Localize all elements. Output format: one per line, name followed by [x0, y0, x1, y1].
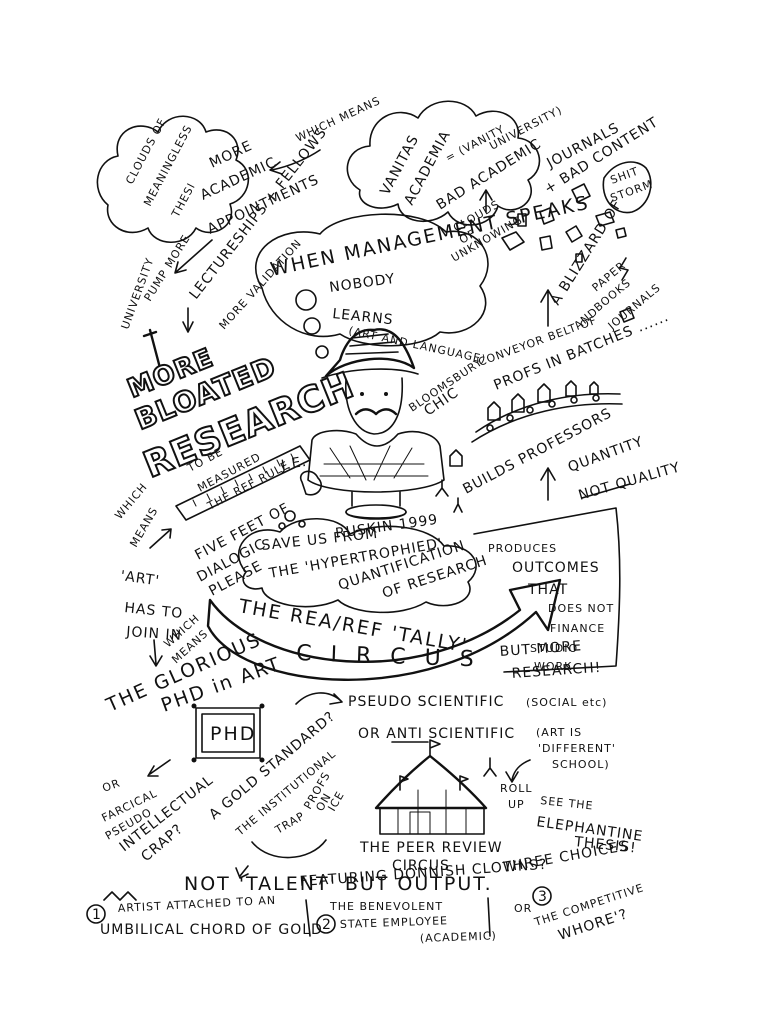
professor-figures	[435, 380, 599, 513]
which-means-arrow	[271, 149, 321, 171]
conveyor-belt	[475, 392, 621, 433]
circus-text: C I R C U S	[296, 641, 480, 672]
produces-outcomes-box: PRODUCES OUTCOMES THAT DOES NOT FINANCE …	[473, 507, 621, 682]
zigzag-arrow-icon	[619, 257, 629, 281]
shit-storm-cloud	[602, 161, 652, 214]
choice3-or: OR	[514, 902, 532, 915]
divider-1	[305, 899, 311, 937]
down-arrow-1	[175, 239, 213, 273]
moustache-icon	[354, 408, 398, 416]
produces-box-outline	[473, 507, 621, 673]
art-quote-text: 'ART'	[119, 568, 160, 589]
up-arrow-builds	[540, 467, 556, 501]
social-etc-text: (SOCIAL etc)	[526, 696, 607, 709]
phd-frame	[195, 707, 261, 759]
choice3-number: 3	[538, 889, 548, 905]
clown-figure-icon	[483, 757, 497, 777]
thesis-text: THESIS!	[573, 834, 638, 857]
finance-text: FINANCE	[550, 622, 605, 635]
learns-text: LEARNS	[332, 306, 395, 328]
divider-2	[487, 897, 491, 937]
three-choices-text: THREE CHOICES	[501, 838, 630, 876]
roll-text: ROLL	[500, 782, 533, 795]
that-text: THAT	[527, 582, 568, 598]
outcomes-text: OUTCOMES	[512, 560, 600, 576]
different-text: 'DIFFERENT'	[538, 742, 616, 755]
trap-icon	[251, 839, 327, 859]
art-is-text: (ART IS	[536, 726, 582, 739]
choice3-circle	[532, 886, 552, 906]
ice-text: ICE	[325, 789, 347, 814]
school-text: SCHOOL)	[552, 758, 610, 771]
pseudo-scientific-group: PSEUDO SCIENTIFIC (SOCIAL etc) OR ANTI S…	[295, 692, 616, 783]
pseudo-scientific-text: PSEUDO SCIENTIFIC	[348, 694, 504, 710]
quantity-text: QUANTITY	[566, 434, 646, 476]
tent-roof	[374, 754, 488, 810]
flying-books-icon	[501, 183, 635, 323]
join-in-text: JOIN IN	[125, 624, 183, 644]
up-arrow-clouds	[479, 189, 493, 213]
up-text: UP	[508, 798, 525, 811]
up-arrow-blizzard	[540, 289, 556, 327]
but-more-text: BUT MORE	[499, 638, 582, 660]
loop-arrow	[295, 692, 343, 705]
choice1-circle	[86, 904, 106, 924]
choice2-line3: (ACADEMIC)	[420, 929, 497, 945]
nobody-text: NOBODY	[328, 271, 396, 296]
ruler-icon	[175, 445, 311, 521]
curved-arrow-shape	[206, 578, 562, 681]
je-text: J.E.	[279, 454, 308, 474]
phd-label: PHD	[210, 723, 256, 745]
work-text: WORK	[534, 660, 572, 673]
choice1-line2: UMBILICAL CHORD OF GOLD	[100, 922, 323, 938]
conveyor-belt-group: CONVEYOR BELT OF PROFS IN BATCHES ......…	[435, 309, 682, 513]
bad-academic-group: BAD ACADEMIC JOURNALS + BAD CONTENT SHIT…	[434, 114, 662, 264]
choice1-number: 1	[92, 907, 102, 923]
three-choices-section: NOT 'TALENT' BUT OUTPUT. THREE CHOICES 1…	[86, 838, 646, 945]
see-the-text: SEE THE	[540, 794, 594, 813]
pump-icon	[142, 328, 162, 370]
or-anti-scientific-text: OR ANTI SCIENTIFIC	[358, 726, 515, 742]
when-management-text: WHEN MANAGEMENT SPEAKS	[268, 192, 591, 281]
studio-text: STUDIO	[530, 642, 578, 655]
research-excl-text: RESEARCH!	[511, 660, 602, 682]
hand-icon	[299, 470, 322, 496]
squiggle-icon	[103, 891, 137, 901]
circus-small-text: CIRCUS	[392, 858, 450, 874]
choice2-line2: STATE EMPLOYEE	[340, 914, 449, 931]
thesi-text: THESI	[169, 180, 198, 220]
produces-text: PRODUCES	[488, 542, 557, 555]
choice2-line1: THE BENEVOLENT	[329, 900, 443, 913]
choice2-number: 2	[322, 917, 332, 933]
does-not-text: DOES NOT	[548, 602, 614, 615]
trap-text: TRAP	[272, 809, 307, 837]
or-text: OR	[101, 776, 123, 794]
not-talent-text: NOT 'TALENT' BUT OUTPUT.	[184, 873, 493, 895]
peer-review-text: THE PEER REVIEW	[359, 840, 503, 856]
face-icon	[345, 377, 404, 435]
has-to-text: HAS TO	[124, 600, 184, 622]
choice2-circle	[316, 914, 336, 934]
jacket-icon	[307, 429, 445, 493]
flag-icon	[429, 739, 441, 757]
choice1-line1: ARTIST ATTACHED TO AN	[117, 894, 276, 915]
